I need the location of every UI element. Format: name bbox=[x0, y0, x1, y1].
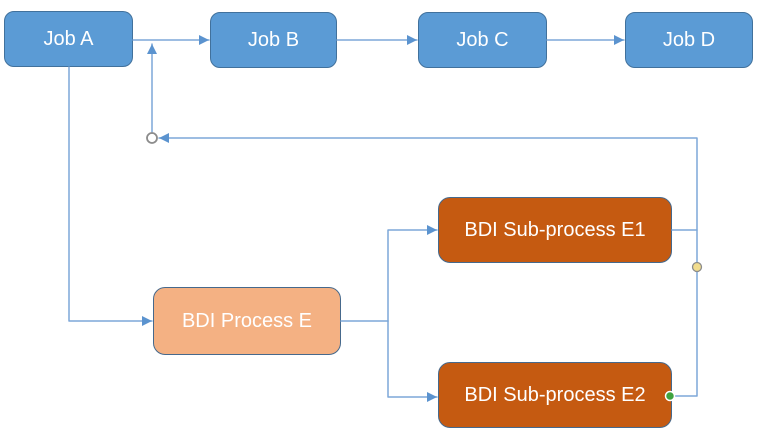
node-job-a-label: Job A bbox=[43, 27, 94, 50]
feedback-junction-circle[interactable] bbox=[146, 132, 158, 144]
node-bdi-sub-process-e1[interactable]: BDI Sub-process E1 bbox=[438, 197, 672, 263]
connector-bdi-process-e-to-sub-process-e2[interactable] bbox=[387, 320, 438, 402]
connector-feedback-loop[interactable] bbox=[158, 133, 698, 397]
node-bdi-process-e[interactable]: BDI Process E bbox=[153, 287, 341, 355]
connector-bdi-process-e-to-sub-process-e1[interactable] bbox=[387, 225, 438, 322]
node-bdi-sub-process-e1-label: BDI Sub-process E1 bbox=[464, 218, 646, 241]
node-job-d[interactable]: Job D bbox=[625, 12, 753, 68]
connector-job-a-to-bdi-process-e[interactable] bbox=[68, 66, 153, 326]
node-job-c-label: Job C bbox=[456, 28, 509, 51]
connection-point-green-dot[interactable] bbox=[664, 390, 676, 402]
node-job-d-label: Job D bbox=[662, 28, 716, 51]
node-bdi-sub-process-e2-label: BDI Sub-process E2 bbox=[464, 383, 646, 406]
node-job-c[interactable]: Job C bbox=[418, 12, 547, 68]
node-job-a[interactable]: Job A bbox=[4, 11, 133, 67]
node-job-b[interactable]: Job B bbox=[210, 12, 337, 68]
connector-handle-yellow-dot[interactable] bbox=[691, 261, 703, 273]
node-bdi-process-e-label: BDI Process E bbox=[181, 309, 313, 332]
node-job-b-label: Job B bbox=[247, 28, 300, 51]
node-bdi-sub-process-e2[interactable]: BDI Sub-process E2 bbox=[438, 362, 672, 428]
